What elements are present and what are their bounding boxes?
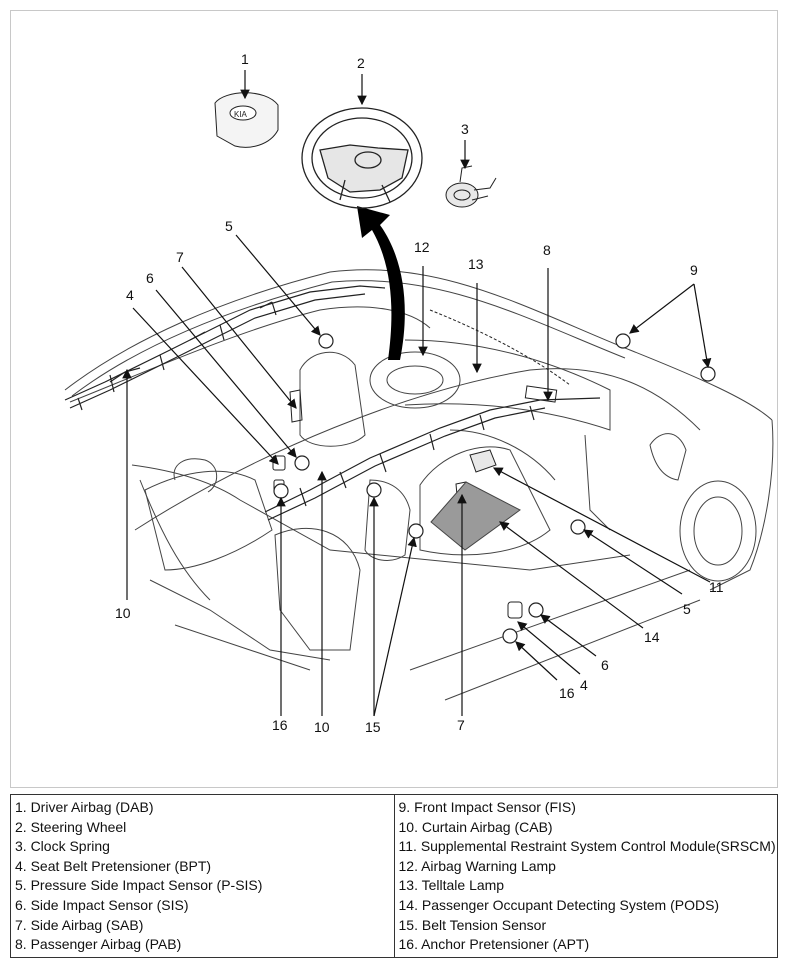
callout-4-upper: 4 xyxy=(126,287,134,303)
seat-belt-hardware xyxy=(272,455,523,619)
steering-wheel-arrow xyxy=(357,206,405,360)
legend-item: 4. Seat Belt Pretensioner (BPT) xyxy=(15,857,212,874)
legend-item: 14. Passenger Occupant Detecting System … xyxy=(398,896,720,913)
curtain-airbag-left xyxy=(64,285,386,411)
legend-item: 7. Side Airbag (SAB) xyxy=(15,916,144,933)
callout-5-upper: 5 xyxy=(225,218,233,234)
passenger-airbag xyxy=(429,309,571,403)
callout-12: 12 xyxy=(414,239,430,255)
legend-item: 11. Supplemental Restraint System Contro… xyxy=(398,838,776,855)
callout-7-upper: 7 xyxy=(176,249,184,265)
sensor-markers xyxy=(273,333,716,644)
pods-mat xyxy=(430,481,521,551)
callout-8: 8 xyxy=(543,242,551,258)
legend-item: 16. Anchor Pretensioner (APT) xyxy=(398,936,590,953)
legend-item: 6. Side Impact Sensor (SIS) xyxy=(15,896,189,913)
callout-10-left: 10 xyxy=(115,605,131,621)
driver-airbag-part: KIA xyxy=(214,92,279,148)
legend-item: 13. Telltale Lamp xyxy=(398,877,505,894)
callout-1: 1 xyxy=(241,51,249,67)
legend-item: 12. Airbag Warning Lamp xyxy=(398,857,556,874)
legend-item: 9. Front Impact Sensor (FIS) xyxy=(398,799,576,815)
legend-item: 10. Curtain Airbag (CAB) xyxy=(398,818,553,835)
callout-7-lower: 7 xyxy=(457,717,465,733)
legend-item: 1. Driver Airbag (DAB) xyxy=(15,799,154,815)
svg-text:KIA: KIA xyxy=(234,110,248,119)
callout-13: 13 xyxy=(468,256,484,272)
legend-column-left: 1. Driver Airbag (DAB) 2. Steering Wheel… xyxy=(11,795,394,957)
callout-9: 9 xyxy=(690,262,698,278)
callout-4-lower: 4 xyxy=(580,677,588,693)
callout-11: 11 xyxy=(709,579,724,595)
callout-5-lower: 5 xyxy=(683,601,691,617)
callout-labels: 1 2 3 5 7 6 4 12 13 8 9 10 16 10 15 7 11… xyxy=(115,51,724,735)
legend-item: 5. Pressure Side Impact Sensor (P-SIS) xyxy=(15,877,263,894)
callout-2: 2 xyxy=(357,55,365,71)
car-body-outline xyxy=(64,269,774,701)
legend-column-right: 9. Front Impact Sensor (FIS) 10. Curtain… xyxy=(393,795,778,957)
steering-wheel-part xyxy=(301,107,423,209)
callout-6-lower: 6 xyxy=(601,657,609,673)
callout-3: 3 xyxy=(461,121,469,137)
callout-6-upper: 6 xyxy=(146,270,154,286)
legend-item: 3. Clock Spring xyxy=(15,838,110,855)
legend-table: 1. Driver Airbag (DAB) 2. Steering Wheel… xyxy=(10,794,778,958)
callout-14: 14 xyxy=(644,629,660,645)
leader-lines xyxy=(122,70,712,717)
airbag-system-diagram: KIA xyxy=(10,10,778,788)
legend-item: 8. Passenger Airbag (PAB) xyxy=(15,936,182,953)
callout-16-lower: 16 xyxy=(559,685,575,701)
clock-spring-part xyxy=(445,165,497,208)
legend-item: 2. Steering Wheel xyxy=(15,818,127,835)
legend-item: 15. Belt Tension Sensor xyxy=(398,916,547,933)
callout-10-bottom: 10 xyxy=(314,719,330,735)
srscm-module xyxy=(469,449,497,473)
callout-15: 15 xyxy=(365,719,381,735)
callout-16-left: 16 xyxy=(272,717,288,733)
curtain-airbag-right xyxy=(264,397,601,521)
